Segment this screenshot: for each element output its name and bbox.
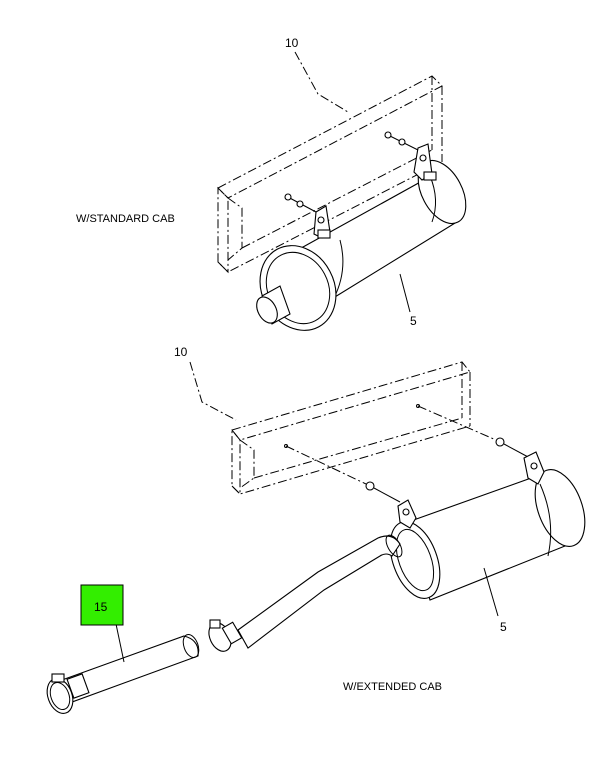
exhaust-pipe	[237, 534, 403, 649]
callout-highlight-box	[80, 584, 124, 626]
leader-5-bottom	[483, 567, 499, 617]
standard-cab-assembly	[217, 51, 467, 331]
callout-5-top: 5	[410, 314, 417, 328]
callout-10-bottom: 10	[174, 345, 188, 359]
leader-10-top	[294, 51, 349, 113]
muffler-top	[256, 159, 467, 331]
callout-15: 15	[94, 600, 108, 614]
leader-5-top	[399, 273, 411, 313]
callout-10-top: 10	[285, 36, 299, 50]
leader-15	[115, 623, 125, 663]
hanger-straps-top	[284, 131, 437, 239]
tailpipe	[46, 633, 200, 714]
pipe-clamp-middle	[208, 619, 243, 652]
frame-channel-bottom	[231, 361, 471, 496]
caption-extended-cab: W/EXTENDED CAB	[343, 681, 442, 693]
frame-channel-top	[217, 75, 443, 274]
muffler-bottom	[389, 451, 586, 601]
extended-cab-assembly	[46, 361, 586, 714]
caption-standard-cab: W/STANDARD CAB	[76, 213, 175, 225]
hanger-bolts-bottom	[285, 405, 531, 503]
leader-10-bottom	[189, 361, 237, 421]
callout-5-bottom: 5	[500, 620, 507, 634]
